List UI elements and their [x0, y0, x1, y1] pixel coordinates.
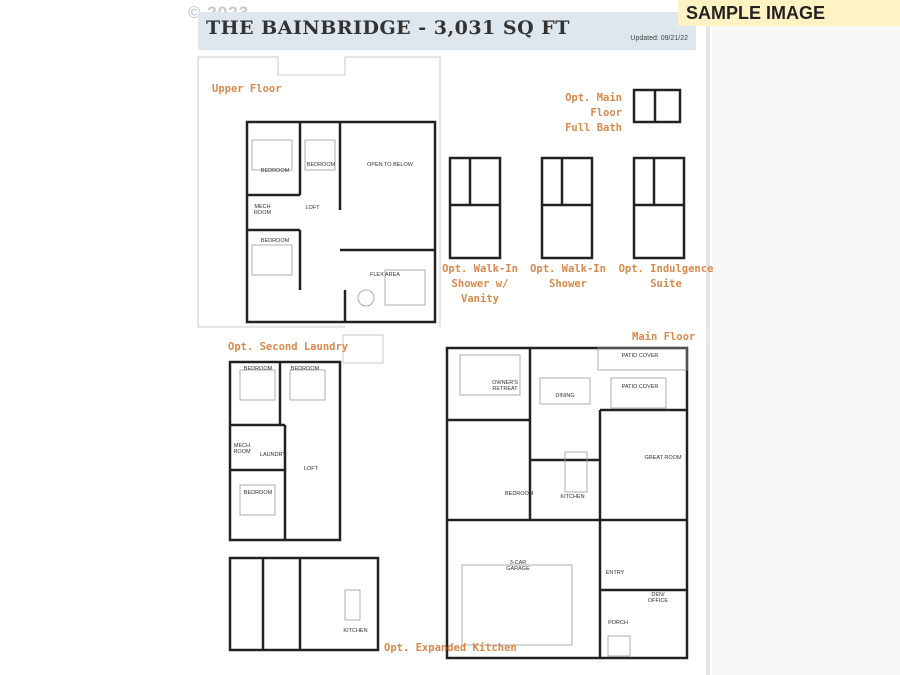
opt-walkin-shower-line2: Shower	[549, 278, 587, 290]
main-floor-label: Main Floor	[632, 331, 696, 343]
room-label: MECH ROOM	[253, 204, 272, 216]
opt-indulgence-line2: Suite	[650, 278, 682, 290]
room-label: BEDROOM	[306, 162, 336, 168]
opt-walkin-vanity-line2: Shower w/ Vanity	[451, 278, 509, 305]
opt-walkin-shower-label: Opt. Walk-In Shower	[528, 262, 608, 292]
room-label: FLEX AREA	[370, 272, 400, 278]
room-label: PORCH	[608, 620, 628, 626]
room-label: BEDROOM	[243, 366, 273, 372]
opt-main-floor-bath-line1: Opt. Main Floor	[565, 92, 622, 119]
room-label: LOFT	[305, 205, 320, 211]
room-label: PATIO COVER	[621, 353, 659, 359]
opt-walkin-vanity-label: Opt. Walk-In Shower w/ Vanity	[430, 262, 530, 307]
room-label: DINING	[555, 393, 575, 399]
plan-title: THE BAINBRIDGE - 3,031 SQ FT	[206, 17, 570, 39]
opt-walkin-vanity-line1: Opt. Walk-In	[442, 263, 518, 275]
sample-image-badge: SAMPLE IMAGE	[678, 0, 900, 26]
right-margin	[712, 0, 900, 675]
opt-expanded-kitchen-label: Opt. Expanded Kitchen	[384, 642, 517, 654]
room-label: BEDROOM	[260, 168, 290, 174]
room-label: LOFT	[303, 466, 319, 472]
room-label: 3-CAR GARAGE	[506, 560, 530, 572]
room-label: BEDROOM	[243, 490, 273, 496]
floor-plan-sheet	[0, 0, 712, 675]
room-label: ENTRY	[605, 570, 625, 576]
opt-walkin-shower-line1: Opt. Walk-In	[530, 263, 606, 275]
opt-second-laundry-label: Opt. Second Laundry	[228, 341, 349, 353]
room-label: PATIO COVER	[621, 384, 659, 390]
opt-main-floor-bath-line2: Full Bath	[565, 122, 622, 134]
room-label: KITCHEN	[343, 628, 368, 634]
room-label: GREAT ROOM	[644, 455, 682, 461]
title-banner: THE BAINBRIDGE - 3,031 SQ FT Updated: 09…	[198, 12, 696, 50]
room-label: MECH ROOM	[233, 443, 251, 455]
opt-indulgence-line1: Opt. Indulgence	[618, 263, 714, 275]
updated-date: Updated: 09/21/22	[630, 35, 688, 42]
room-label: BEDROOM	[290, 366, 320, 372]
room-label: OWNER'S RETREAT	[492, 380, 518, 392]
room-label: LAUNDRY	[259, 452, 287, 458]
room-label: DEN/ OFFICE	[647, 592, 669, 604]
sheet-edge	[706, 0, 710, 675]
room-label: BEDROOM	[505, 491, 534, 497]
opt-indulgence-label: Opt. Indulgence Suite	[616, 262, 716, 292]
opt-main-floor-bath-label: Opt. Main Floor Full Bath	[540, 91, 622, 136]
room-label: BEDROOM	[260, 238, 290, 244]
upper-floor-label: Upper Floor	[212, 83, 282, 95]
room-label: OPEN TO BELOW	[367, 162, 413, 168]
room-label: KITCHEN	[560, 494, 585, 500]
